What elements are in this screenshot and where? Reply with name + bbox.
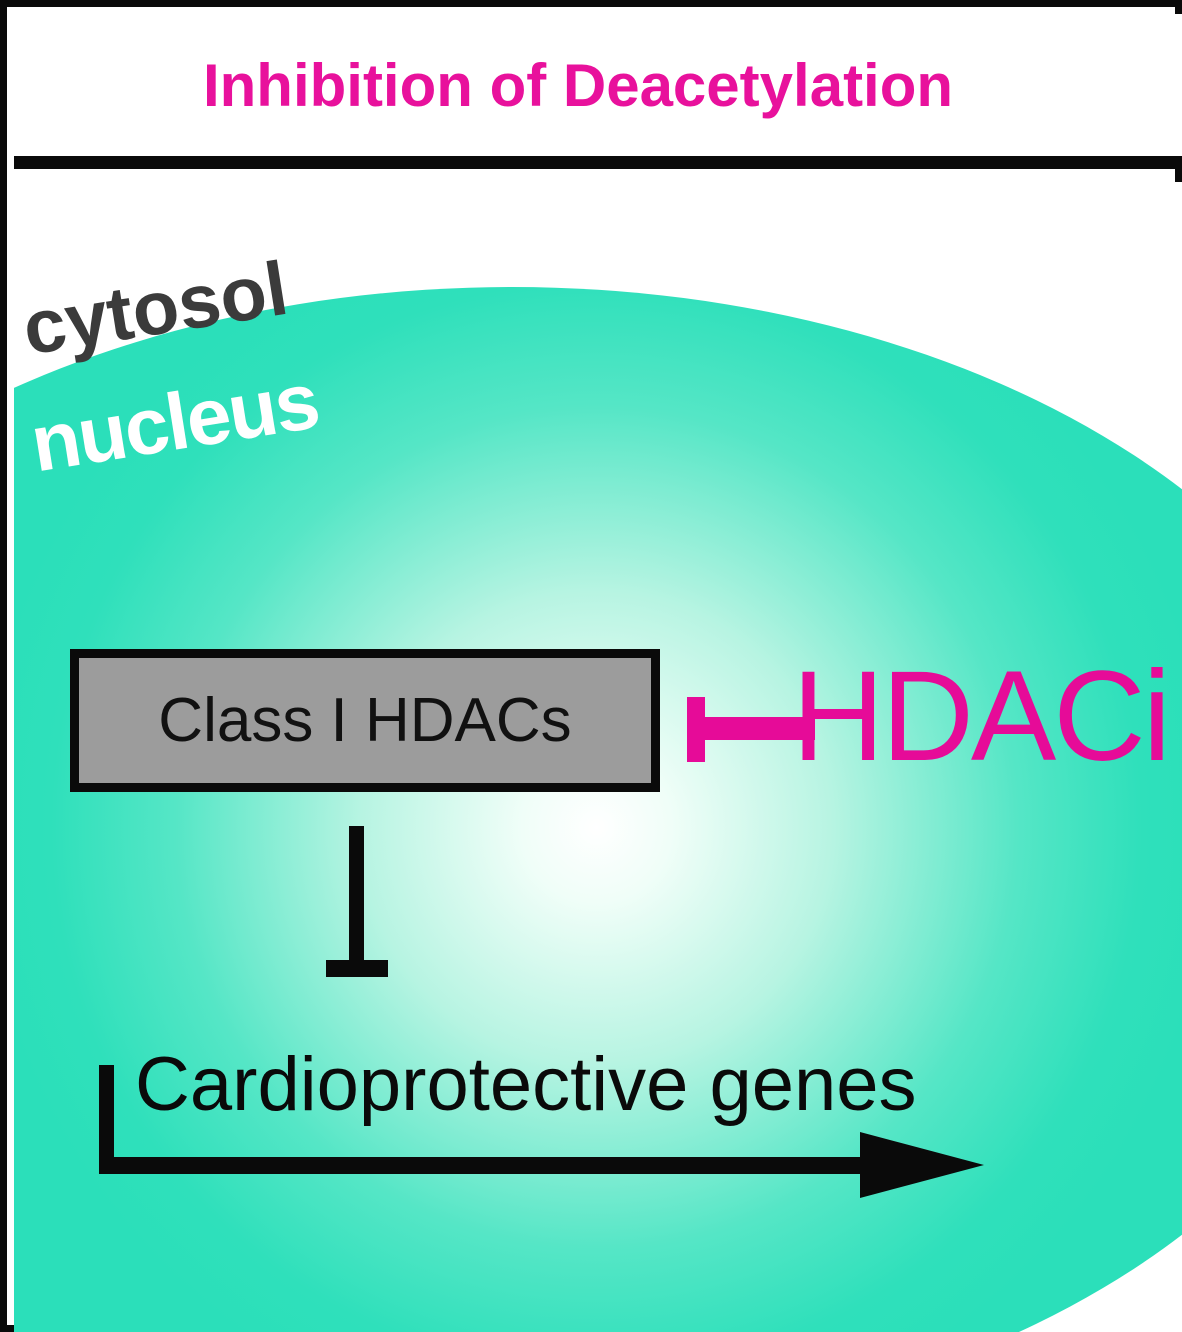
cardioprotective-genes-label: Cardioprotective genes bbox=[135, 1042, 917, 1127]
hdaci-label: HDACi bbox=[792, 645, 1171, 788]
transcription-arrow-vertical bbox=[99, 1065, 114, 1174]
cell-diagram-panel: cytosol nucleus Class I HDACs HDACi Card… bbox=[14, 182, 1182, 1332]
title-band: Inhibition of Deacetylation bbox=[14, 14, 1182, 169]
hdaci-inhibition-line bbox=[703, 717, 815, 740]
transcription-arrowhead-icon bbox=[860, 1132, 984, 1198]
class-i-hdacs-box: Class I HDACs bbox=[70, 649, 660, 792]
hdac-repression-tee-icon bbox=[326, 960, 388, 977]
hdac-repression-line bbox=[349, 826, 364, 962]
page-title: Inhibition of Deacetylation bbox=[202, 51, 954, 119]
transcription-arrow-shaft bbox=[99, 1157, 867, 1174]
class-i-hdacs-label: Class I HDACs bbox=[158, 686, 572, 755]
hdaci-inhibition-tee-icon bbox=[687, 697, 705, 762]
